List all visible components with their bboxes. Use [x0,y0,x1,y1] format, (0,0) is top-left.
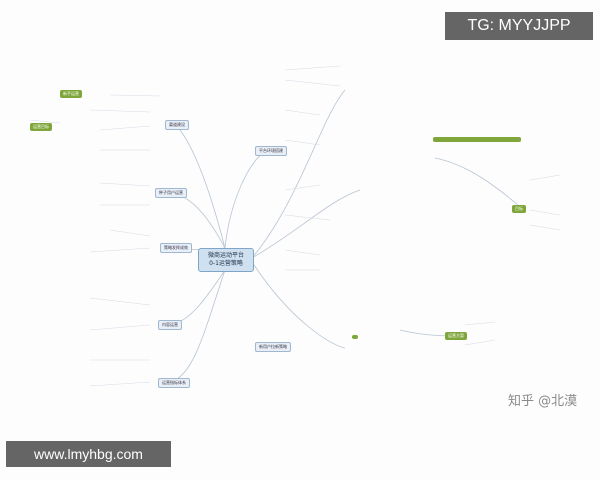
green-node-mid [352,335,358,339]
branch-new-user: 新用户拉新策略 [255,342,291,352]
green-node-left-2: 运营目标 [30,123,52,131]
green-bar-mid-right [433,137,521,142]
branch-channel: 渠道建设 [165,120,189,130]
branch-kpi: 运营指标体系 [158,378,190,388]
top-overlay-tag: TG: MYYJJPP [445,12,593,40]
green-node-left: 新手运营 [60,90,82,98]
branch-content: 内容运营 [158,320,182,330]
branch-seed-user: 种子用户运营 [155,188,187,198]
green-node-right: 目标 [512,205,526,213]
branch-strategy: 策略发挥成效 [160,243,192,253]
branch-platform: 平台环境搭建 [255,146,287,156]
bottom-overlay-url: www.lmyhbg.com [6,441,171,467]
green-node-bottom-right: 运营方案 [445,332,467,340]
watermark-text: 知乎 @北漠 [508,394,578,409]
central-node: 微商运动平台 0-1运营策略 [198,248,254,272]
central-subtitle: 0-1运营策略 [209,260,243,267]
central-title: 微商运动平台 [207,252,244,259]
